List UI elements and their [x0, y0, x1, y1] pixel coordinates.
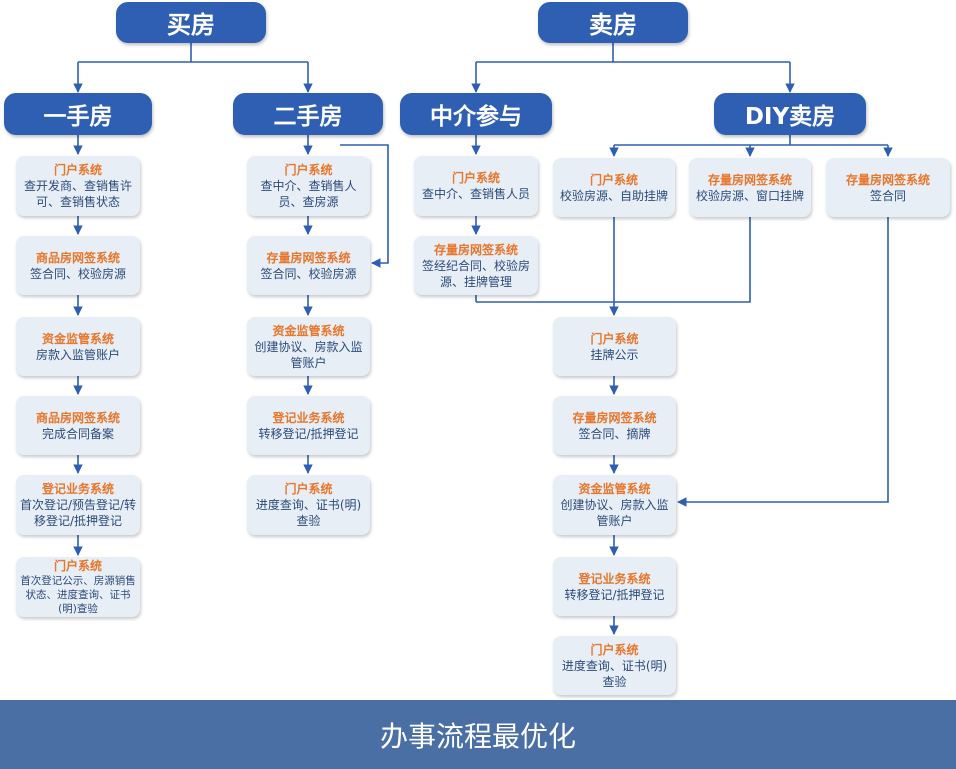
diy-window-listing-box: 存量房网签系统 校验房源、窗口挂牌: [689, 158, 811, 217]
box-title: 商品房网签系统: [35, 410, 120, 425]
box-desc: 签合同、校验房源: [29, 266, 126, 281]
diy-sell-header: DIY卖房: [714, 93, 866, 135]
box-title: 登记业务系统: [578, 571, 651, 586]
new-final-portal-box: 门户系统 首次登记公示、房源销售状态、进度查询、证书(明)查验: [16, 557, 140, 617]
diy-portal-box: 门户系统 校验房源、自助挂牌: [553, 158, 675, 217]
box-desc: 校验房源、窗口挂牌: [695, 188, 804, 203]
box-desc: 完成合同备案: [41, 426, 114, 441]
box-title: 门户系统: [451, 171, 500, 185]
box-title: 商品房网签系统: [35, 250, 120, 265]
box-desc: 首次登记/预告登记/转移登记/抵押登记: [19, 498, 137, 528]
box-desc: 转移登记/抵押登记: [258, 426, 359, 441]
box-title: 登记业务系统: [272, 410, 345, 425]
box-desc: 查开发商、查销售许可、查销售状态: [23, 179, 132, 209]
box-title: 资金监管系统: [41, 331, 114, 346]
box-desc: 签合同、校验房源: [260, 266, 357, 281]
box-title: 存量房网签系统: [433, 242, 518, 257]
box-desc: 查中介、查销售人员、查房源: [260, 179, 357, 209]
box-desc: 校验房源、自助挂牌: [559, 188, 668, 203]
second-portal-box: 门户系统 查中介、查销售人员、查房源: [247, 156, 370, 216]
sell-contract-box: 存量房网签系统 签合同、摘牌: [553, 396, 676, 455]
sell-header: 卖房: [538, 2, 688, 43]
box-title: 资金监管系统: [578, 482, 651, 496]
box-desc: 签合同: [869, 188, 906, 203]
box-desc: 创建协议、房款入监管账户: [560, 498, 669, 528]
sell-registration-box: 登记业务系统 转移登记/抵押登记: [553, 557, 676, 616]
new-contract-box: 商品房网签系统 签合同、校验房源: [16, 236, 140, 295]
new-registration-box: 登记业务系统 首次登记/预告登记/转移登记/抵押登记: [16, 475, 140, 535]
box-title: 存量房网签系统: [572, 410, 657, 425]
sell-listing-notice-box: 门户系统 挂牌公示: [553, 317, 676, 376]
diy-sign-contract-box: 存量房网签系统 签合同: [826, 158, 950, 217]
second-final-portal-box: 门户系统 进度查询、证书(明)查验: [247, 475, 370, 535]
box-title: 门户系统: [284, 482, 333, 496]
second-registration-box: 登记业务系统 转移登记/抵押登记: [247, 396, 370, 455]
new-filing-box: 商品房网签系统 完成合同备案: [16, 396, 140, 455]
box-desc: 创建协议、房款入监管账户: [254, 339, 363, 370]
agency-header: 中介参与: [400, 93, 552, 135]
new-fund-box: 资金监管系统 房款入监管账户: [16, 317, 140, 376]
box-title: 门户系统: [53, 559, 102, 573]
new-portal-box: 门户系统 查开发商、查销售许可、查销售状态: [16, 156, 140, 216]
box-title: 门户系统: [53, 163, 102, 177]
box-title: 门户系统: [590, 642, 639, 657]
box-desc: 挂牌公示: [590, 347, 639, 362]
box-desc: 转移登记/抵押登记: [564, 587, 665, 602]
box-desc: 签合同、摘牌: [578, 426, 651, 441]
box-desc: 首次登记公示、房源销售状态、进度查询、证书(明)查验: [20, 575, 136, 615]
footer-title: 办事流程最优化: [379, 719, 576, 753]
box-desc: 进度查询、证书(明)查验: [255, 498, 362, 528]
box-title: 资金监管系统: [272, 323, 345, 338]
box-desc: 签经纪合同、校验房源、挂牌管理: [421, 258, 530, 289]
second-contract-box: 存量房网签系统 签合同、校验房源: [247, 236, 370, 295]
box-desc: 进度查询、证书(明)查验: [561, 658, 668, 689]
footer-banner: 办事流程最优化: [0, 700, 956, 769]
buy-header: 买房: [116, 2, 266, 43]
box-desc: 查中介、查销售人员: [421, 187, 530, 201]
box-title: 门户系统: [590, 331, 639, 346]
box-desc: 房款入监管账户: [35, 347, 120, 362]
agency-contract-box: 存量房网签系统 签经纪合同、校验房源、挂牌管理: [414, 236, 538, 295]
box-title: 存量房网签系统: [266, 250, 351, 265]
second-hand-header: 二手房: [233, 93, 383, 135]
sell-fund-box: 资金监管系统 创建协议、房款入监管账户: [553, 475, 676, 535]
box-title: 门户系统: [589, 172, 638, 187]
second-fund-box: 资金监管系统 创建协议、房款入监管账户: [247, 317, 370, 376]
sell-final-portal-box: 门户系统 进度查询、证书(明)查验: [553, 636, 676, 695]
new-house-header: 一手房: [4, 93, 152, 135]
box-title: 存量房网签系统: [707, 172, 792, 187]
agency-portal-box: 门户系统 查中介、查销售人员: [414, 156, 538, 216]
box-title: 门户系统: [284, 163, 333, 177]
box-title: 登记业务系统: [41, 482, 114, 496]
box-title: 存量房网签系统: [845, 172, 930, 187]
